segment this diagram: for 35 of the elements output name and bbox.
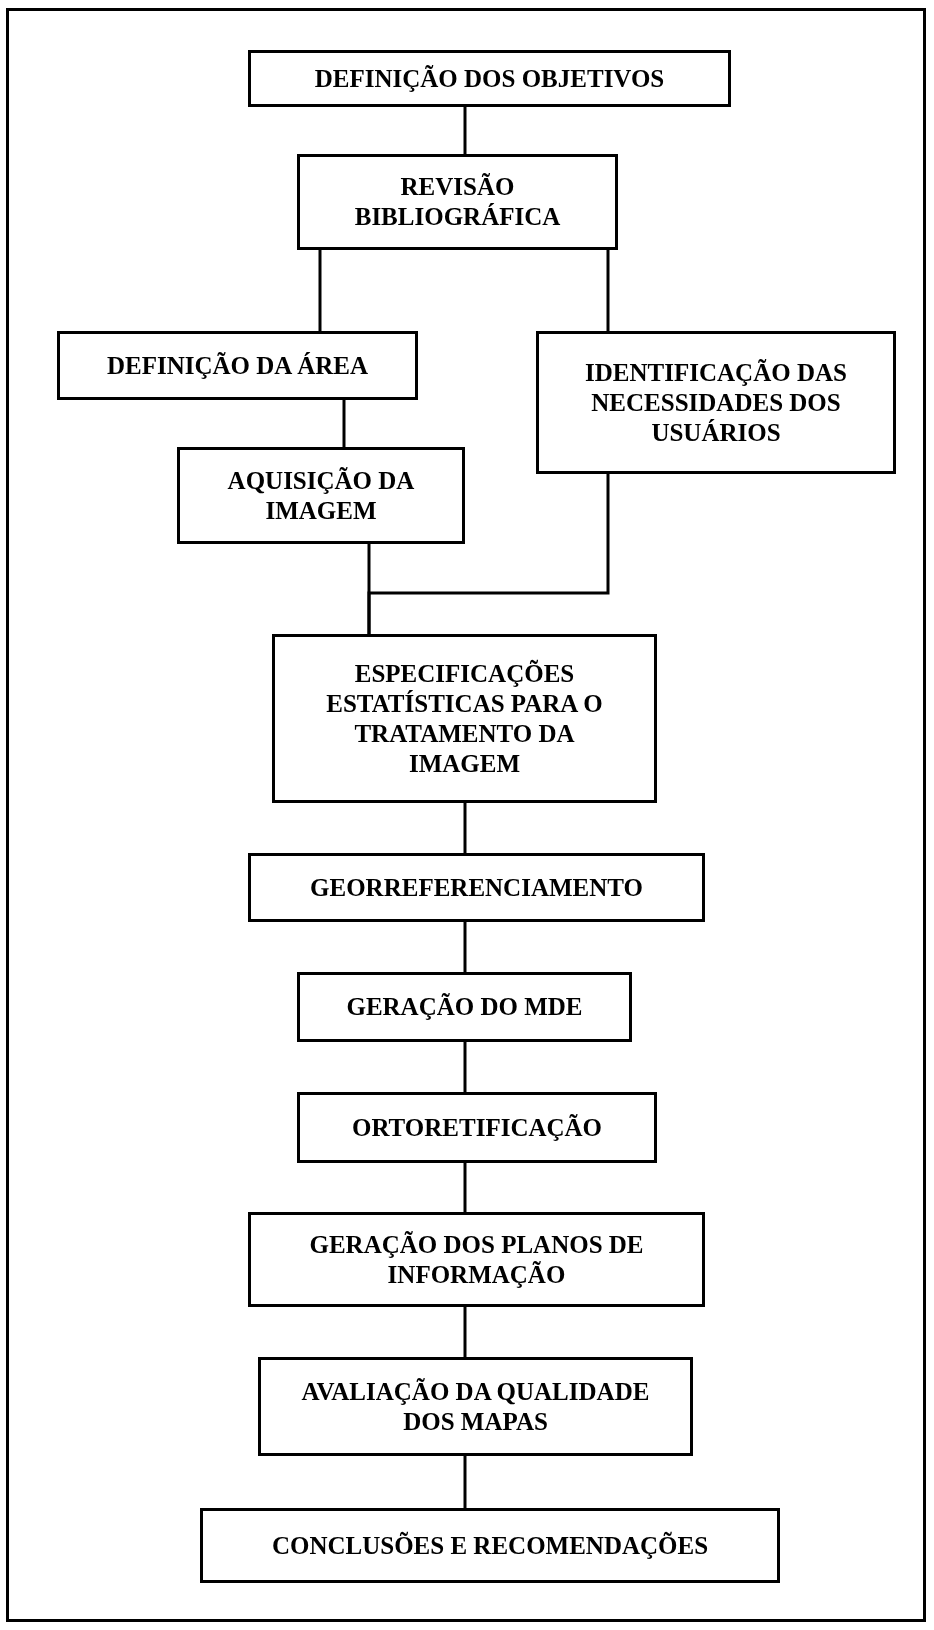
box-label: ORTORETIFICAÇÃO xyxy=(351,1112,603,1143)
process-box xyxy=(248,50,731,107)
process-box xyxy=(272,634,657,803)
process-box xyxy=(258,1357,693,1456)
box-label: DEFINIÇÃO DA ÁREA xyxy=(106,350,369,381)
process-box xyxy=(297,972,632,1042)
process-box xyxy=(248,1212,705,1307)
box-label: GERAÇÃO DOS PLANOS DE INFORMAÇÃO xyxy=(308,1229,645,1290)
connector-line xyxy=(463,1042,467,1092)
process-box xyxy=(200,1508,780,1583)
box-label: REVISÃO BIBLIOGRÁFICA xyxy=(353,172,562,232)
box-label: AVALIAÇÃO DA QUALIDADE DOS MAPAS xyxy=(300,1376,651,1437)
box-label: GEORREFERENCIAMENTO xyxy=(310,872,643,903)
connector-line xyxy=(463,1307,467,1357)
process-box xyxy=(177,447,465,544)
box-label: IDENTIFICAÇÃO DAS NECESSIDADES DOS USUÁRIOS xyxy=(584,357,848,448)
connector-line xyxy=(463,803,467,853)
box-label: CONCLUSÕES E RECOMENDAÇÕES xyxy=(271,1530,709,1561)
connector-line xyxy=(463,1456,467,1508)
box-label: AQUISIÇÃO DA IMAGEM xyxy=(226,465,416,526)
connector-line xyxy=(463,1163,467,1212)
connector-line xyxy=(367,474,610,634)
process-box xyxy=(57,331,418,400)
process-box xyxy=(248,853,705,922)
box-label: ESPECIFICAÇÕES ESTATÍSTICAS PARA O TRATAMENTO DA IMAGEM xyxy=(325,658,604,779)
process-box xyxy=(536,331,896,474)
process-box xyxy=(297,1092,657,1163)
connector-line xyxy=(342,400,346,447)
connector-line xyxy=(606,250,610,331)
process-box xyxy=(297,154,618,250)
connector-line xyxy=(463,922,467,972)
connector-line xyxy=(463,107,467,154)
connector-line xyxy=(318,250,322,331)
box-label: DEFINIÇÃO DOS OBJETIVOS xyxy=(314,63,665,94)
box-label: GERAÇÃO DO MDE xyxy=(346,992,583,1022)
